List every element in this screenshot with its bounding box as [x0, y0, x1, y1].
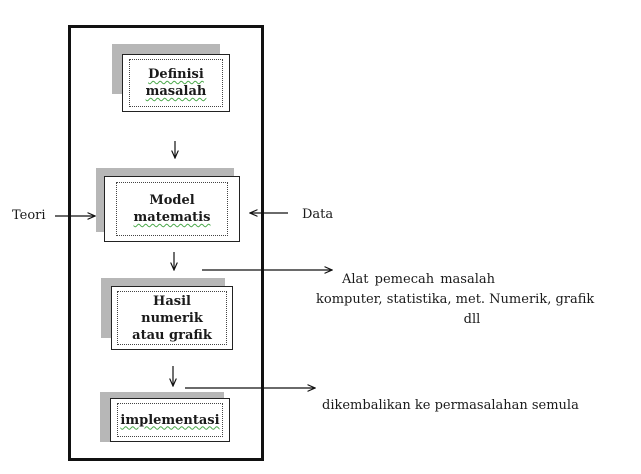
step-box: [122, 54, 230, 112]
solver-tools-cont: dll: [463, 312, 481, 327]
step-box: [111, 286, 233, 350]
step-inner: implementasi: [117, 403, 223, 437]
step-label-line: implementasi: [120, 412, 220, 428]
input-label-teori: Teori: [12, 208, 46, 223]
step-inner: Hasil numerik atau grafik: [117, 291, 227, 345]
input-label-data: Data: [302, 207, 334, 222]
feedback-note: dikembalikan ke permasalahan semula: [322, 398, 579, 413]
solver-title: Alat pemecah masalah: [342, 272, 496, 287]
solver-tools: komputer, statistika, met. Numerik, graf…: [316, 292, 595, 307]
step-inner: Definisi masalah: [129, 59, 223, 107]
step-box: [104, 176, 240, 242]
step-label-line: matematis: [133, 210, 211, 225]
step-hasil-numerik: Hasil numerik atau grafik: [101, 278, 237, 356]
step-label-line: masalah: [145, 84, 207, 99]
step-label-line: Hasil numerik: [141, 293, 203, 326]
step-definisi-masalah: Definisi masalah: [112, 44, 232, 118]
step-box: [110, 398, 230, 442]
step-label-line: atau grafik: [132, 327, 212, 343]
step-inner: Model matematis: [116, 182, 228, 236]
step-label-line: Definisi: [148, 67, 204, 82]
step-label-line: Model: [149, 193, 195, 208]
step-implementasi: implementasi: [100, 392, 236, 446]
step-model-matematis: Model matematis: [96, 168, 246, 248]
